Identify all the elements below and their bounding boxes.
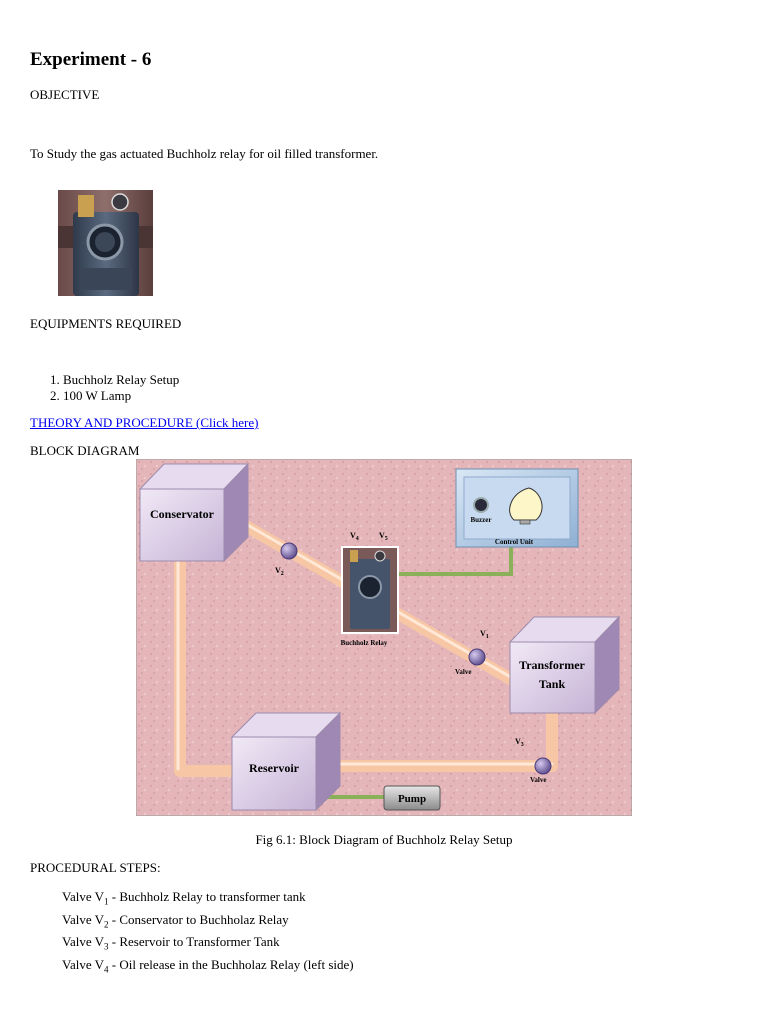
transformer-label-line2: Tank xyxy=(539,677,566,691)
figure-caption: Fig 6.1: Block Diagram of Buchholz Relay… xyxy=(255,832,513,847)
v1-label: V1 xyxy=(480,629,489,640)
control-wire xyxy=(398,545,513,576)
v5-label: V5 xyxy=(379,531,388,542)
valve-label: Valve xyxy=(455,668,471,676)
block-diagram: Conservator Transformer Tank Reservoir P… xyxy=(136,459,632,816)
valve-list: Valve V1 - Buchholz Relay to transformer… xyxy=(62,888,354,978)
valve-step: Valve V4 - Oil release in the Buchholaz … xyxy=(62,956,354,975)
equipment-item: Buchholz Relay Setup xyxy=(63,372,179,388)
buchholz-relay-image xyxy=(341,546,399,634)
transformer-label-line1: Transformer xyxy=(519,658,585,672)
objective-text: To Study the gas actuated Buchholz relay… xyxy=(30,146,379,161)
transformer-tank-box xyxy=(508,615,621,715)
buzzer-label: Buzzer xyxy=(471,516,492,524)
v4-label: V4 xyxy=(350,531,359,542)
theory-procedure-link[interactable]: THEORY AND PROCEDURE (Click here) xyxy=(30,415,259,430)
control-unit-label: Control Unit xyxy=(495,538,534,546)
equipment-list: Buchholz Relay Setup 100 W Lamp xyxy=(46,372,179,404)
equipment-item: 100 W Lamp xyxy=(63,388,179,404)
reservoir-label: Reservoir xyxy=(249,761,300,775)
valve-step: Valve V2 - Conservator to Buchholaz Rela… xyxy=(62,911,289,930)
valve-v1[interactable] xyxy=(468,648,486,666)
pump-box xyxy=(383,785,441,811)
page-title: Experiment - 6 xyxy=(30,49,152,70)
conservator-box xyxy=(138,462,250,563)
equipment-heading: EQUIPMENTS REQUIRED xyxy=(30,316,182,331)
buzzer-icon xyxy=(473,497,489,513)
buchholz-relay-label: Buchholz Relay xyxy=(341,639,388,647)
valve-v2[interactable] xyxy=(280,542,298,560)
reservoir-box xyxy=(230,711,342,812)
lamp-icon xyxy=(509,487,543,525)
v2-label: V2 xyxy=(275,566,284,577)
valve-v3[interactable] xyxy=(534,757,552,775)
buchholz-relay-photo xyxy=(58,190,153,296)
valve-step: Valve V1 - Buchholz Relay to transformer… xyxy=(62,889,306,907)
procedural-steps-heading: PROCEDURAL STEPS: xyxy=(30,860,161,875)
block-diagram-heading: BLOCK DIAGRAM xyxy=(30,443,140,458)
v3-label: V3 xyxy=(515,737,524,748)
pump-label: Pump xyxy=(398,793,426,805)
valve-label: Valve xyxy=(530,776,546,784)
valve-step: Valve V3 - Reservoir to Transformer Tank xyxy=(62,934,280,952)
conservator-label: Conservator xyxy=(150,507,215,521)
objective-heading: OBJECTIVE xyxy=(30,87,100,102)
